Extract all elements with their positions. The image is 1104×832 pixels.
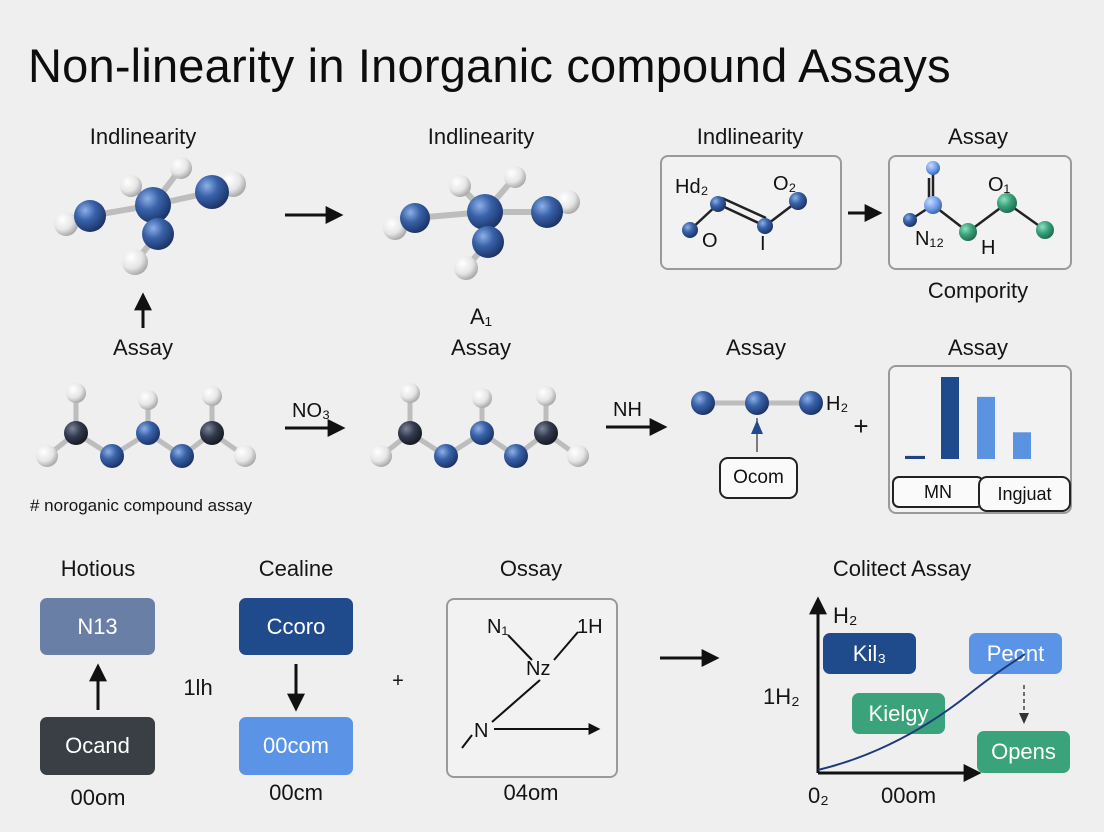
box1-hd2: Hd₂ — [675, 176, 708, 198]
ccoro-button[interactable]: Ccoro — [239, 598, 353, 655]
label-cealine: Cealine — [258, 556, 334, 581]
label-assay-3: Assay — [726, 335, 786, 360]
graph-1h2-label: 1H₂ — [763, 684, 800, 709]
molecule-box-right — [888, 155, 1072, 270]
label-a1: A₁ — [469, 304, 493, 329]
molecule-3d-b-atoms — [383, 166, 580, 280]
ocand-button[interactable]: Ocand — [40, 717, 155, 775]
mn-button[interactable]: MN — [892, 476, 984, 508]
arrow-label-no3: NO₃ — [292, 400, 330, 422]
label-assay-2: Assay — [451, 335, 511, 360]
box2-n: N₁₂ — [915, 228, 944, 250]
box1-bar: I — [760, 233, 766, 255]
label-indlinearity-1: Indlinearity — [89, 124, 197, 149]
molecule-3d-a-atoms — [54, 157, 246, 275]
label-assay-1: Assay — [113, 335, 173, 360]
molecule-2d-box2: O₁ N₁₂ H — [903, 161, 1054, 259]
molecule-2d-box1: Hd₂ O₂ O I — [675, 173, 807, 255]
ocom-box: Ocom — [719, 457, 798, 499]
structure-n: N — [474, 720, 488, 742]
label-1lh: 1lh — [183, 675, 213, 700]
structure-n1: N₁ — [487, 616, 508, 638]
molecule-chain-2-atoms — [370, 383, 589, 468]
00com-button[interactable]: 00com — [239, 717, 353, 775]
page-title: Non-linearity in Inorganic compound Assa… — [28, 39, 951, 92]
box1-o: O — [702, 230, 718, 252]
label-indlinearity-2: Indlinearity — [427, 124, 535, 149]
graph-h2-label: H₂ — [833, 603, 858, 628]
label-compority: Compority — [927, 278, 1029, 303]
box2-h: H — [981, 237, 995, 259]
kielgy-button[interactable]: Kielgy — [852, 693, 945, 734]
plus-sign-row3: + — [392, 670, 404, 692]
label-assay-top-right: Assay — [948, 124, 1008, 149]
kil3-button[interactable]: Kil₃ — [823, 633, 916, 674]
opens-button[interactable]: Opens — [977, 731, 1070, 773]
label-hotious: Hotious — [60, 556, 136, 581]
plus-sign-row2: + — [853, 411, 869, 441]
colitect-graph — [809, 596, 1029, 782]
label-colitect-assay: Colitect Assay — [832, 556, 972, 581]
linear-h2: H₂ — [826, 393, 848, 415]
ingjuat-button[interactable]: Ingjuat — [978, 476, 1071, 512]
bar-1 — [905, 455, 925, 459]
bar-3 — [977, 396, 995, 459]
structure-nz: Nz — [526, 658, 550, 680]
box1-o2: O₂ — [773, 173, 796, 195]
molecule-chain-1-atoms — [36, 383, 256, 468]
graph-x-origin: 0₂ — [808, 783, 829, 808]
arrow-label-nh: NH — [613, 399, 642, 421]
box2-o1: O₁ — [988, 174, 1011, 196]
bar-chart-bars — [905, 377, 1031, 459]
molecule-linear: H₂ — [691, 391, 848, 452]
bar-4 — [1013, 432, 1031, 459]
structure-diagram: N₁ 1H Nz N — [461, 616, 603, 749]
label-assay-4: Assay — [948, 335, 1008, 360]
label-indlinearity-3: Indlinearity — [696, 124, 804, 149]
label-00om: 00om — [70, 785, 126, 810]
bar-2 — [941, 377, 959, 459]
label-ossay: Ossay — [499, 556, 563, 581]
n13-button[interactable]: N13 — [40, 598, 155, 655]
footnote-text: # noroganic compound assay — [30, 496, 253, 515]
label-04om: 04om — [503, 780, 559, 805]
graph-x-label: 00om — [881, 783, 937, 808]
structure-1h: 1H — [577, 616, 603, 638]
label-00cm: 00cm — [269, 780, 323, 805]
